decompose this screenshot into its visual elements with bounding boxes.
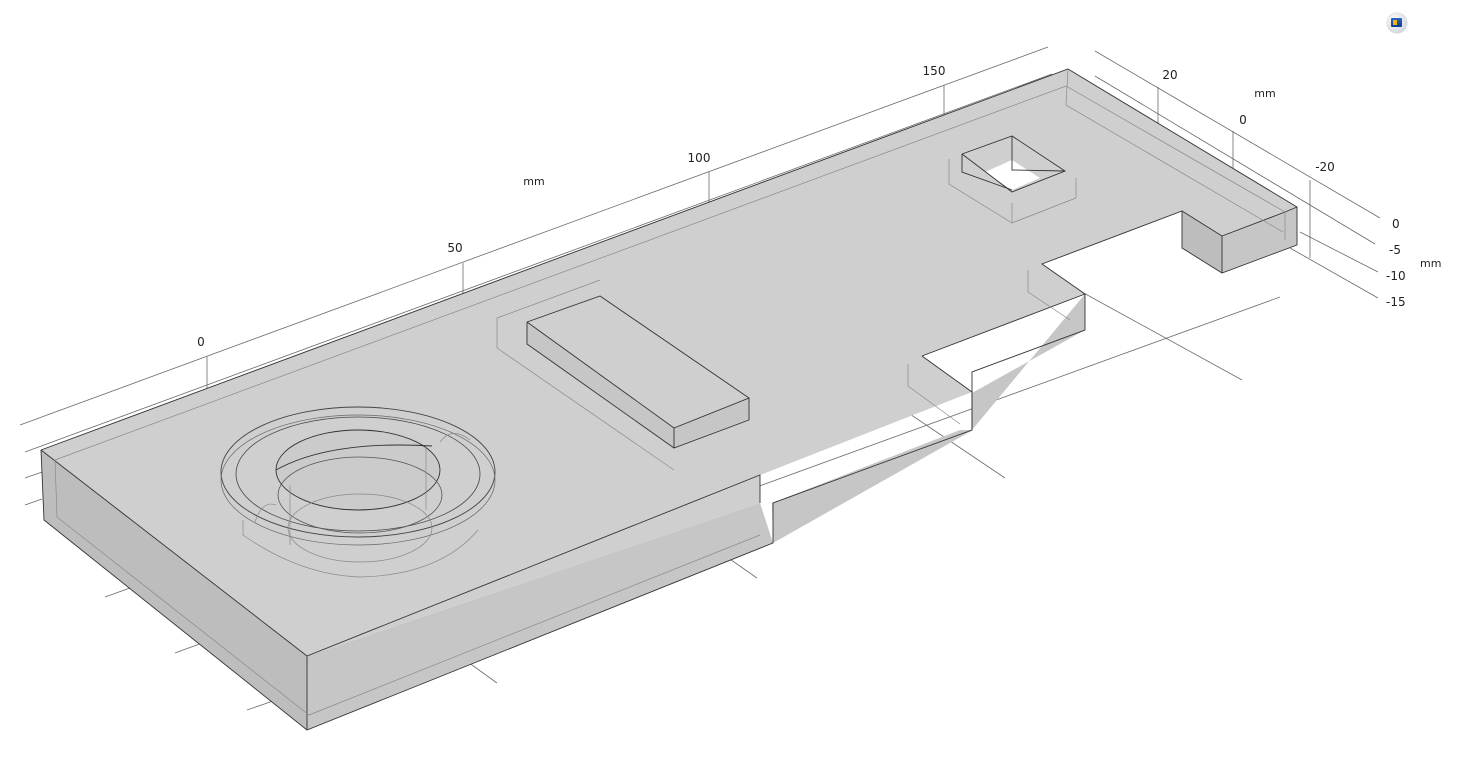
plate-notch-edge-2	[921, 293, 1086, 357]
cup-ring	[235, 416, 481, 532]
plate-top-edge-front	[40, 449, 761, 657]
cup-notch-right	[439, 433, 471, 443]
floor-line-2	[1059, 279, 1243, 381]
plate-step-face-1	[1222, 207, 1297, 273]
x-tick-label: 150	[923, 64, 946, 78]
plate-inner-notch	[907, 364, 961, 425]
comsol-logo-icon[interactable]	[1387, 13, 1407, 33]
z-axis-labels: 0 -5 -10 -15 mm	[1386, 217, 1441, 309]
rect-block-front	[674, 398, 749, 448]
z-tick-label: -10	[1386, 269, 1406, 283]
plate-inner-top-edge	[54, 85, 1286, 461]
x-axis-line	[19, 46, 1049, 426]
cup-inner-bottom	[277, 456, 443, 534]
floor-line-1	[739, 296, 1281, 494]
plate-inner-left-edge	[54, 459, 310, 716]
plate-left-face	[41, 450, 307, 730]
plate-inner-front-edge	[308, 534, 761, 716]
z-left-line-2	[24, 498, 43, 506]
square-hole-opening	[985, 160, 1040, 190]
y-axis-line	[1094, 50, 1381, 219]
y-tick-label: 0	[1239, 113, 1247, 127]
y-axis-unit: mm	[1254, 87, 1275, 100]
x-tick-label: 100	[688, 151, 711, 165]
cup-outer-rim-lower	[220, 414, 496, 546]
x-axis-line-2	[24, 73, 1053, 453]
x-tick-label: 0	[197, 335, 205, 349]
z-tick-label: 0	[1392, 217, 1400, 231]
cup-outer-base	[242, 520, 479, 578]
x-axis-labels: 0 50 100 150 mm	[197, 64, 945, 349]
cup-inner-top	[275, 429, 441, 511]
rect-block-side	[527, 322, 674, 448]
x-axis-unit: mm	[523, 175, 544, 188]
square-hole[interactable]	[948, 135, 1077, 224]
rect-block-recess	[496, 318, 675, 471]
square-hole-inner-1	[961, 154, 1013, 191]
y-axis-line-2	[1094, 75, 1376, 245]
circular-cup[interactable]	[220, 406, 496, 578]
z-axis-line-10	[1299, 231, 1379, 273]
z-axis-line-15	[1289, 247, 1379, 299]
rect-block-top	[527, 296, 749, 428]
z-tick-label: -5	[1389, 243, 1401, 257]
plate-notch-edge	[921, 355, 973, 430]
cup-notch-left	[254, 503, 277, 523]
plate-inner-notch-2	[1027, 270, 1071, 321]
logo-inner-icon	[1391, 18, 1402, 27]
plate-front-face	[307, 503, 773, 730]
z-left-line-1	[24, 471, 43, 479]
y-tick-label: 20	[1162, 68, 1177, 82]
plate-step-face-2	[1182, 211, 1222, 273]
plate-front-face-2	[772, 430, 973, 543]
plate-step-face-3	[972, 294, 1085, 430]
y-axis-labels: 20 0 -20 mm	[1162, 68, 1334, 174]
x-tick-label: 50	[447, 241, 462, 255]
z-axis-unit: mm	[1420, 257, 1441, 270]
rect-block-recess-2	[496, 279, 601, 319]
z-tick-label: -15	[1386, 295, 1406, 309]
plate-inner-back	[1065, 68, 1284, 233]
rect-block[interactable]	[496, 279, 750, 471]
cup-base	[287, 493, 433, 563]
square-hole-inner-2	[1011, 136, 1066, 172]
y-tick-label: -20	[1315, 160, 1335, 174]
cup-seam	[275, 444, 433, 471]
plate-step-edge	[1181, 210, 1223, 237]
